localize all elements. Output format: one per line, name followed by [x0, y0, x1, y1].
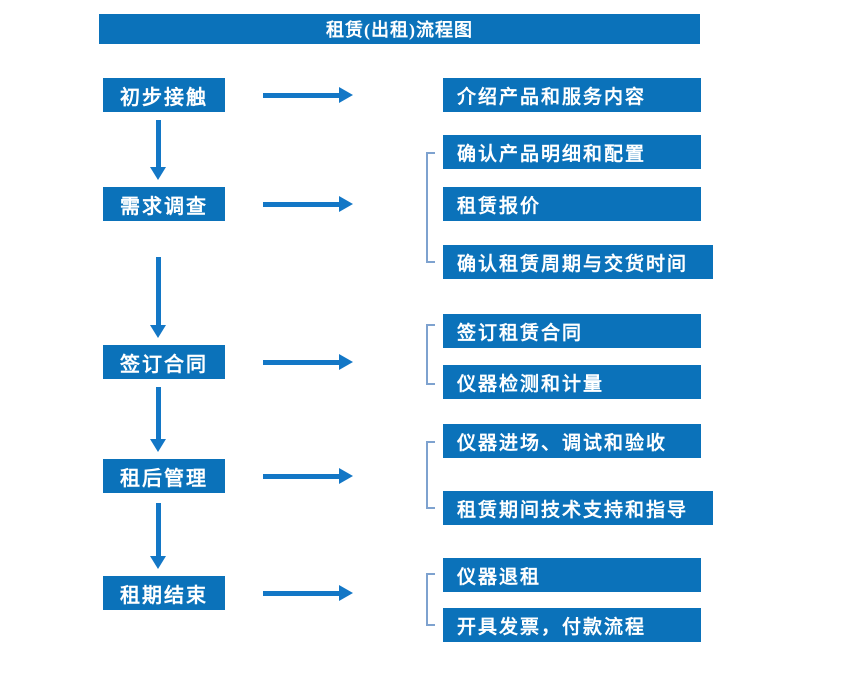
- arrow-right-icon: [263, 468, 353, 484]
- step-box-sign-contract: 签订合同: [103, 345, 225, 379]
- arrow-down-icon: [150, 503, 166, 569]
- arrow-right-icon: [263, 354, 353, 370]
- detail-box-invoice-payment: 开具发票，付款流程: [443, 608, 701, 642]
- arrow-right-icon: [263, 585, 353, 601]
- bracket-group-lease-end: [426, 573, 435, 626]
- arrow-down-icon: [150, 120, 166, 180]
- detail-box-confirm-config: 确认产品明细和配置: [443, 135, 701, 169]
- arrow-right-icon: [263, 87, 353, 103]
- detail-box-sign-rental-contract: 签订租赁合同: [443, 314, 701, 348]
- arrow-right-icon: [263, 196, 353, 212]
- arrow-down-icon: [150, 387, 166, 452]
- bracket-group-demand-survey: [426, 152, 435, 263]
- detail-box-rental-quote: 租赁报价: [443, 187, 701, 221]
- bracket-group-sign-contract: [426, 324, 435, 385]
- detail-box-tech-support: 租赁期间技术支持和指导: [443, 491, 713, 525]
- step-box-lease-end: 租期结束: [103, 576, 225, 610]
- bracket-group-post-rental: [426, 441, 435, 509]
- step-box-post-rental: 租后管理: [103, 459, 225, 493]
- flowchart-title: 租赁(出租)流程图: [99, 14, 700, 44]
- arrow-down-icon: [150, 257, 166, 338]
- detail-box-instrument-testing: 仪器检测和计量: [443, 365, 701, 399]
- detail-box-introduce-products: 介绍产品和服务内容: [443, 78, 701, 112]
- step-box-demand-survey: 需求调查: [103, 187, 225, 221]
- detail-box-instrument-entry: 仪器进场、调试和验收: [443, 424, 701, 458]
- detail-box-confirm-period: 确认租赁周期与交货时间: [443, 245, 713, 279]
- detail-box-instrument-return: 仪器退租: [443, 558, 701, 592]
- step-box-initial-contact: 初步接触: [103, 78, 225, 112]
